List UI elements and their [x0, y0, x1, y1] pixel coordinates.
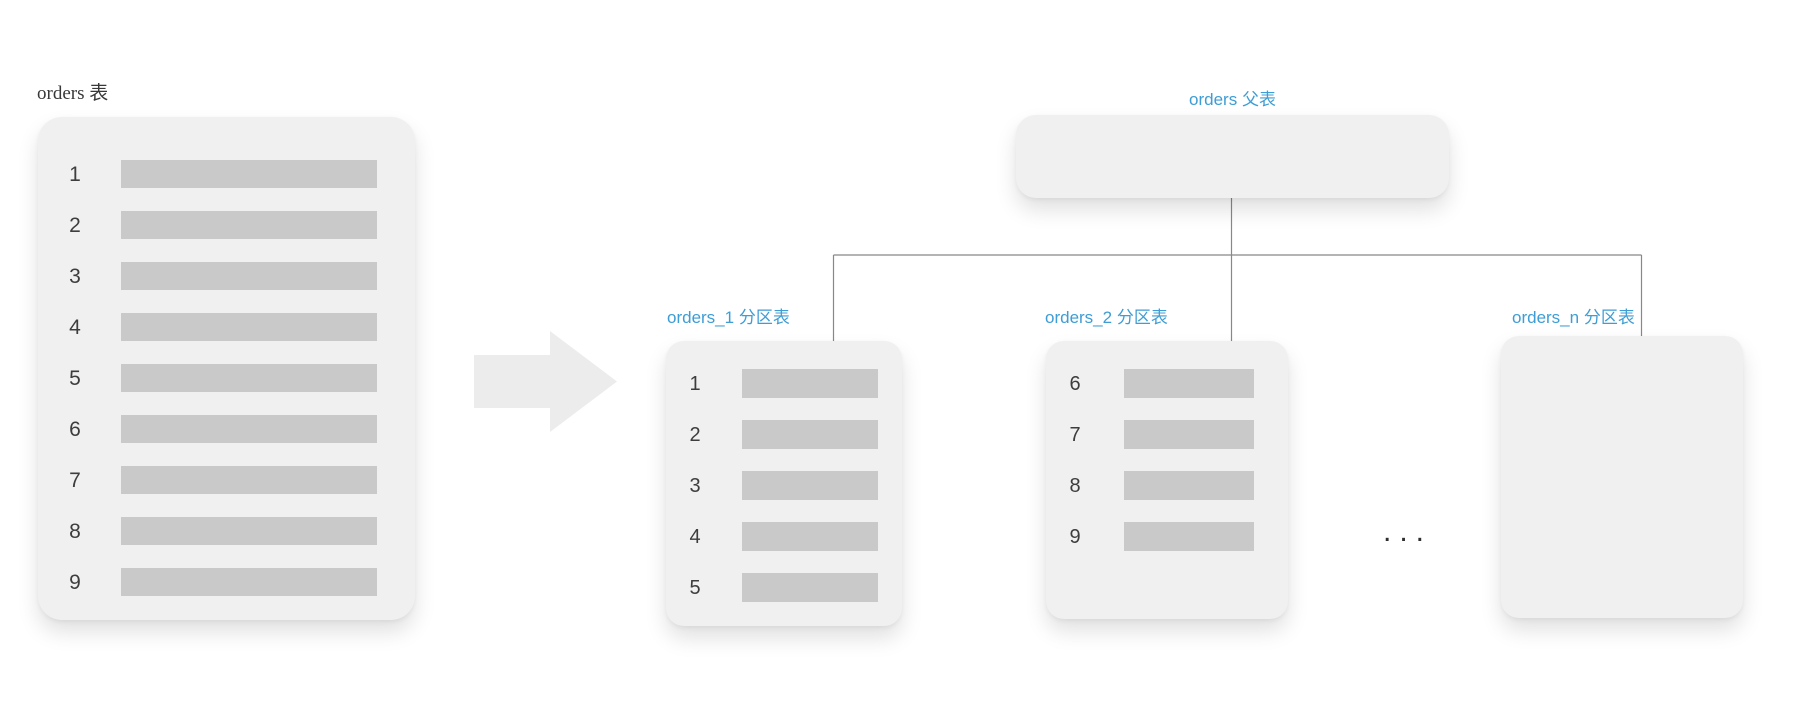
- table-row: 7: [38, 466, 415, 494]
- row-number: 7: [69, 468, 81, 492]
- row-number: 1: [689, 372, 701, 395]
- row-data-bar: [1124, 369, 1254, 398]
- row-data-bar: [121, 415, 377, 443]
- source-table-card: 1 2 3 4 5 6 7 8: [38, 117, 415, 620]
- row-number: 8: [69, 519, 81, 543]
- table-row: 4: [38, 313, 415, 341]
- table-row: 8: [1046, 471, 1288, 500]
- row-data-bar: [121, 211, 377, 239]
- row-number: 3: [69, 264, 81, 288]
- row-data-bar: [121, 160, 377, 188]
- row-data-bar: [121, 313, 377, 341]
- table-row: 4: [666, 522, 902, 551]
- right-arrow-icon: [474, 331, 617, 432]
- row-number: 6: [69, 417, 81, 441]
- partition-n-rows: [1501, 336, 1743, 364]
- table-row: 6: [38, 415, 415, 443]
- partition-1-card: 1 2 3 4 5: [666, 341, 902, 626]
- table-row: 6: [1046, 369, 1288, 398]
- row-number: 8: [1069, 474, 1081, 497]
- partition-2-title: orders_2 分区表: [1045, 308, 1168, 327]
- row-number: 4: [69, 315, 81, 339]
- table-row: 3: [38, 262, 415, 290]
- partition-2-rows: 6 7 8 9: [1046, 341, 1288, 551]
- table-row: 5: [666, 573, 902, 602]
- partition-1-title: orders_1 分区表: [667, 308, 790, 327]
- table-row: 2: [666, 420, 902, 449]
- row-number: 5: [689, 576, 701, 599]
- row-data-bar: [742, 522, 878, 551]
- row-number: 2: [69, 213, 81, 237]
- partition-1-rows: 1 2 3 4 5: [666, 341, 902, 602]
- row-data-bar: [742, 420, 878, 449]
- row-data-bar: [121, 568, 377, 596]
- partition-2-card: 6 7 8 9: [1046, 341, 1288, 619]
- table-row: 3: [666, 471, 902, 500]
- row-data-bar: [742, 369, 878, 398]
- row-number: 2: [689, 423, 701, 446]
- row-data-bar: [1124, 471, 1254, 500]
- parent-table-title: orders 父表: [1189, 90, 1276, 109]
- row-data-bar: [121, 262, 377, 290]
- source-table-title: orders 表: [37, 83, 109, 104]
- parent-table-card: [1016, 115, 1449, 198]
- row-number: 9: [1069, 525, 1081, 548]
- table-row: 2: [38, 211, 415, 239]
- table-row: 8: [38, 517, 415, 545]
- row-number: 9: [69, 570, 81, 594]
- partition-n-card: [1501, 336, 1743, 618]
- row-data-bar: [121, 517, 377, 545]
- row-data-bar: [1124, 420, 1254, 449]
- row-number: 5: [69, 366, 81, 390]
- row-data-bar: [121, 364, 377, 392]
- source-table-rows: 1 2 3 4 5 6 7 8: [38, 117, 415, 596]
- table-row: 5: [38, 364, 415, 392]
- ellipsis-dots: ...: [1383, 515, 1433, 548]
- row-number: 7: [1069, 423, 1081, 446]
- table-row: 9: [38, 568, 415, 596]
- row-number: 1: [69, 162, 81, 186]
- row-number: 4: [689, 525, 701, 548]
- row-data-bar: [742, 471, 878, 500]
- row-data-bar: [121, 466, 377, 494]
- table-row: 7: [1046, 420, 1288, 449]
- row-number: 3: [689, 474, 701, 497]
- table-row: 9: [1046, 522, 1288, 551]
- table-row: 1: [38, 160, 415, 188]
- partition-n-title: orders_n 分区表: [1512, 308, 1635, 327]
- row-number: 6: [1069, 372, 1081, 395]
- table-row: 1: [666, 369, 902, 398]
- row-data-bar: [742, 573, 878, 602]
- row-data-bar: [1124, 522, 1254, 551]
